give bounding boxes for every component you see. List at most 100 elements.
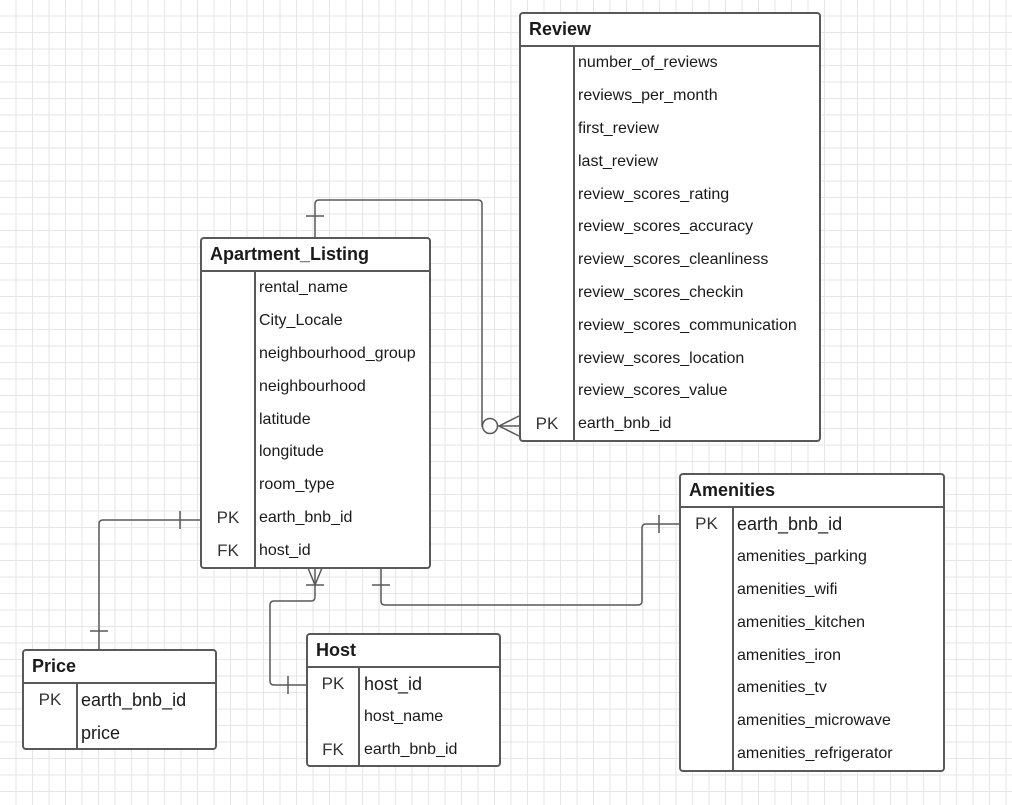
key-label [24, 717, 76, 750]
entity-title: Price [24, 651, 215, 684]
connector-listing-price[interactable] [90, 511, 200, 650]
field-name: amenities_microwave [737, 712, 891, 730]
key-label [202, 272, 254, 305]
field-name: review_scores_cleanliness [578, 251, 769, 269]
field-row: review_scores_communication [521, 309, 819, 342]
field-row: longitude [202, 436, 429, 469]
field-row: reviews_per_month [521, 80, 819, 113]
field-row: PK earth_bnb_id [24, 684, 215, 717]
key-label [681, 574, 732, 607]
field-name: number_of_reviews [578, 54, 718, 72]
field-row: PK earth_bnb_id [681, 508, 943, 541]
field-row: review_scores_rating [521, 178, 819, 211]
field-row: amenities_microwave [681, 705, 943, 738]
key-label [521, 277, 573, 310]
field-row: review_scores_checkin [521, 277, 819, 310]
field-name: earth_bnb_id [364, 740, 458, 758]
key-label [521, 342, 573, 375]
key-label: PK [38, 690, 62, 710]
key-column-divider [573, 47, 575, 441]
key-label [202, 436, 254, 469]
key-label [521, 80, 573, 113]
field-row: neighbourhood_group [202, 338, 429, 371]
key-label: FK [217, 540, 239, 560]
field-name: amenities_iron [737, 646, 842, 664]
field-name: review_scores_location [578, 349, 745, 367]
key-label [521, 244, 573, 277]
key-label [681, 672, 732, 705]
field-row: latitude [202, 403, 429, 436]
entity-amenities[interactable]: Amenities PK earth_bnb_id amenities_parki… [679, 473, 945, 772]
entity-title: Apartment_Listing [202, 239, 429, 272]
connector-listing-host[interactable] [269, 567, 324, 694]
field-row: amenities_parking [681, 541, 943, 574]
entity-apartment-listing[interactable]: Apartment_Listing rental_name City_Local… [200, 237, 431, 569]
field-name: host_name [364, 708, 444, 726]
key-label [521, 47, 573, 80]
field-row: FK earth_bnb_id [308, 734, 499, 767]
key-label [521, 309, 573, 342]
entity-fields: PK earth_bnb_id amenities_parking ameniti… [681, 508, 943, 771]
key-label [521, 113, 573, 146]
key-label [202, 338, 254, 371]
field-row: amenities_kitchen [681, 606, 943, 639]
field-name: amenities_kitchen [737, 613, 866, 631]
field-row: amenities_tv [681, 672, 943, 705]
key-column-divider [254, 272, 256, 568]
field-row: host_name [308, 701, 499, 734]
field-name: review_scores_accuracy [578, 218, 754, 236]
field-row: number_of_reviews [521, 47, 819, 80]
key-label [202, 370, 254, 403]
field-name: room_type [259, 476, 335, 494]
key-column-divider [358, 668, 360, 767]
key-label: PK [695, 514, 718, 534]
field-name: last_review [578, 152, 659, 170]
field-row: room_type [202, 469, 429, 502]
field-row: City_Locale [202, 305, 429, 338]
field-name: earth_bnb_id [81, 689, 187, 710]
field-name: review_scores_rating [578, 185, 730, 203]
connector-listing-amenities[interactable] [372, 515, 679, 606]
field-name: review_scores_checkin [578, 283, 744, 301]
key-label [202, 469, 254, 502]
field-row: last_review [521, 145, 819, 178]
field-name: review_scores_value [578, 382, 728, 400]
field-name: amenities_refrigerator [737, 744, 893, 762]
key-label: FK [322, 739, 344, 759]
key-label: PK [216, 507, 240, 527]
field-row: review_scores_value [521, 375, 819, 408]
connector-listing-review[interactable] [306, 199, 520, 437]
field-row: amenities_iron [681, 639, 943, 672]
field-name: first_review [578, 119, 659, 137]
field-row: neighbourhood [202, 370, 429, 403]
key-label [521, 178, 573, 211]
field-name: neighbourhood [259, 377, 366, 395]
key-label [681, 541, 732, 574]
field-name: review_scores_communication [578, 316, 797, 334]
key-label [521, 145, 573, 178]
field-name: amenities_wifi [737, 580, 838, 598]
key-label [202, 305, 254, 338]
key-label: PK [321, 674, 345, 694]
field-row: rental_name [202, 272, 429, 305]
field-row: amenities_refrigerator [681, 738, 943, 771]
field-name: earth_bnb_id [737, 513, 843, 534]
field-name: rental_name [259, 279, 348, 297]
field-row: review_scores_cleanliness [521, 244, 819, 277]
field-name: amenities_parking [737, 548, 867, 566]
entity-review[interactable]: Review number_of_reviews reviews_per_mon… [519, 12, 821, 442]
entity-title: Amenities [681, 475, 943, 508]
field-row: amenities_wifi [681, 574, 943, 607]
entity-title: Host [308, 635, 499, 668]
key-label [308, 701, 358, 734]
field-name: amenities_tv [737, 679, 827, 697]
field-name: host_id [259, 541, 311, 559]
key-label [681, 606, 732, 639]
